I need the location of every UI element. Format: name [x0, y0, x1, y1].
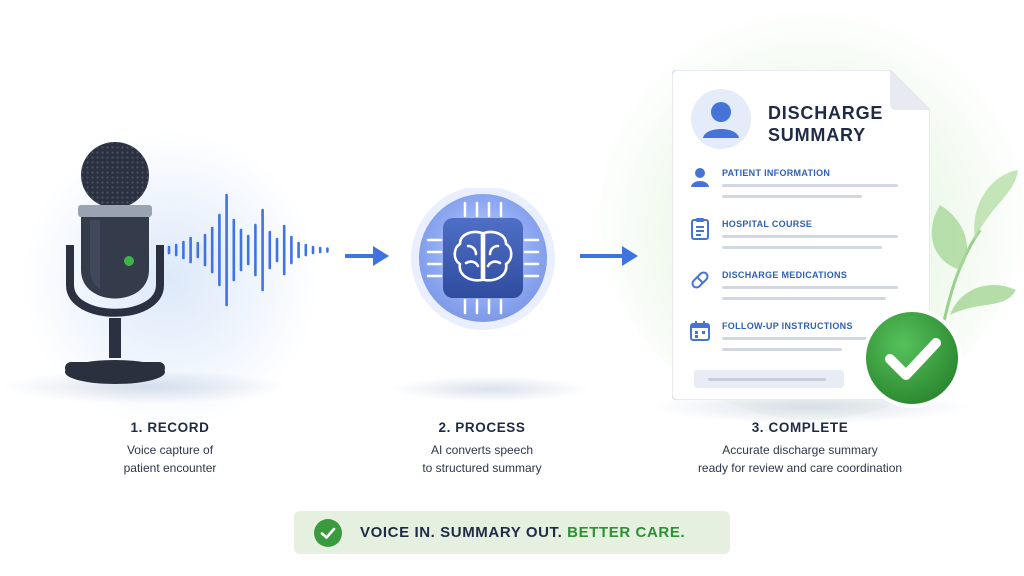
- section-label: HOSPITAL COURSE: [722, 219, 813, 229]
- section-label: DISCHARGE MEDICATIONS: [722, 270, 848, 280]
- step-title: 2. PROCESS: [438, 420, 526, 435]
- step-complete: 3. COMPLETE Accurate discharge summary r…: [660, 420, 940, 477]
- arrow-right-icon: [345, 246, 389, 266]
- arrow-right-icon: [580, 246, 638, 266]
- section-label: FOLLOW-UP INSTRUCTIONS: [722, 321, 853, 331]
- calendar-icon: [690, 321, 710, 341]
- microphone-icon: [65, 142, 165, 384]
- tagline-highlight: BETTER CARE.: [567, 524, 686, 541]
- tagline-text: VOICE IN. SUMMARY OUT. BETTER CARE.: [360, 524, 686, 541]
- sound-wave-icon: [167, 193, 329, 307]
- step-process: 2. PROCESS AI converts speech to structu…: [372, 420, 592, 477]
- step-description: Accurate discharge summary ready for rev…: [697, 443, 903, 475]
- chip-shadow: [390, 376, 590, 402]
- step-description: AI converts speech to structured summary: [422, 443, 542, 475]
- document-card: DISCHARGE SUMMARY PATIENT INFORMATION HO…: [672, 70, 930, 400]
- leaf-icon: [931, 170, 1018, 341]
- tagline-banner: VOICE IN. SUMMARY OUT. BETTER CARE.: [294, 511, 730, 554]
- person-icon: [691, 168, 709, 187]
- text-line: [722, 184, 898, 187]
- clipboard-icon: [691, 218, 709, 240]
- document-title: DISCHARGE SUMMARY: [768, 103, 884, 145]
- text-line: [722, 235, 898, 238]
- text-line: [722, 348, 842, 351]
- avatar-icon: [691, 89, 751, 149]
- text-line: [722, 337, 872, 340]
- text-line: [722, 286, 898, 289]
- brain-chip-icon: [411, 188, 555, 330]
- section-label: PATIENT INFORMATION: [722, 168, 831, 178]
- check-icon: [314, 518, 342, 547]
- step-title: 3. COMPLETE: [751, 420, 849, 435]
- step-description: Voice capture of patient encounter: [123, 443, 217, 475]
- text-line: [722, 246, 882, 249]
- step-title: 1. RECORD: [130, 420, 210, 435]
- step-record: 1. RECORD Voice capture of patient encou…: [60, 420, 280, 477]
- text-line: [722, 195, 862, 198]
- check-badge-icon: [862, 308, 962, 408]
- pill-icon: [691, 271, 709, 289]
- text-line: [722, 297, 886, 300]
